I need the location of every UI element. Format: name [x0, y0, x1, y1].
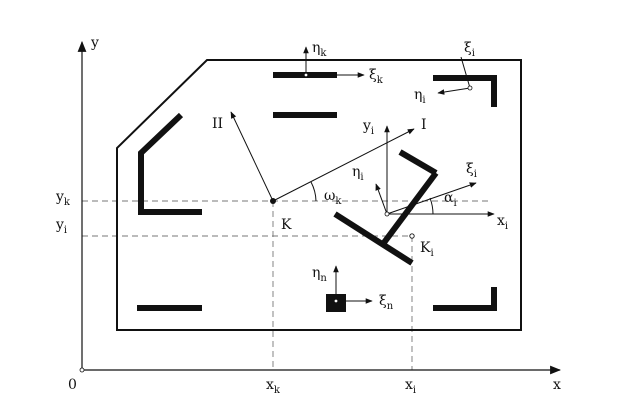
angle-omega-arc — [310, 181, 317, 202]
direction-I-arrow — [272, 128, 415, 202]
direction-I-label: I — [421, 117, 427, 133]
tick-xk-label: xk — [266, 377, 281, 396]
frame-corner-xi-arrow — [460, 56, 471, 89]
point-Ki-label: Ki — [420, 240, 434, 259]
frame-corner-origin — [467, 85, 473, 91]
global-axes — [77, 40, 562, 375]
tick-yi-label: yi — [55, 217, 67, 236]
object-i-bar-b — [380, 171, 439, 246]
frame-corner-eta-arrow — [437, 87, 471, 95]
frame-n-eta-label: ηn — [312, 265, 327, 284]
frame-i-xi-arrow — [386, 182, 477, 215]
frame-i-eta-label: ηi — [352, 164, 364, 183]
frame-i-xi-label: ξi — [466, 161, 477, 180]
angle-alpha-label: αi — [444, 190, 457, 209]
point-K-label: K — [281, 217, 292, 233]
tick-xi-label: xi — [405, 377, 416, 396]
frame-k-origin — [304, 73, 308, 77]
guide-lines — [82, 200, 490, 370]
frame-i-eta-arrow — [375, 183, 388, 215]
angle-omega-label: ωk — [324, 188, 342, 207]
axis-y-label: y — [90, 35, 99, 51]
origin-label: 0 — [68, 377, 77, 393]
frame-corner-eta-label: ηi — [414, 87, 426, 106]
bottom-right-corner — [433, 287, 497, 311]
frame-k-eta-label: ηk — [312, 40, 327, 59]
frame-corner-xi-label: ξi — [464, 40, 475, 59]
frame-i-y-label: yi — [362, 118, 374, 137]
object-i-bar-c — [398, 149, 438, 176]
tick-yk-label: yk — [55, 189, 71, 208]
local-frames — [303, 46, 495, 304]
workspace-boundary — [116, 59, 522, 331]
square-center — [334, 299, 338, 303]
direction-II-label: II — [212, 116, 223, 132]
frame-n-xi-label: ξn — [379, 293, 394, 312]
frame-i-origin — [384, 211, 390, 217]
direction-arrows — [230, 111, 415, 202]
square-object-n — [326, 294, 346, 312]
angle-alpha-arc — [429, 197, 434, 215]
direction-II-arrow — [230, 111, 274, 202]
top-left-corner — [138, 112, 202, 215]
origin-point — [79, 367, 85, 373]
point-Ki — [409, 233, 415, 239]
top-right-corner — [433, 75, 497, 107]
axis-x-label: x — [553, 377, 561, 393]
point-K — [270, 198, 276, 204]
object-i-bar-a — [333, 211, 414, 266]
frame-i-x-label: xi — [497, 213, 508, 232]
frame-k-xi-label: ξk — [369, 67, 384, 86]
